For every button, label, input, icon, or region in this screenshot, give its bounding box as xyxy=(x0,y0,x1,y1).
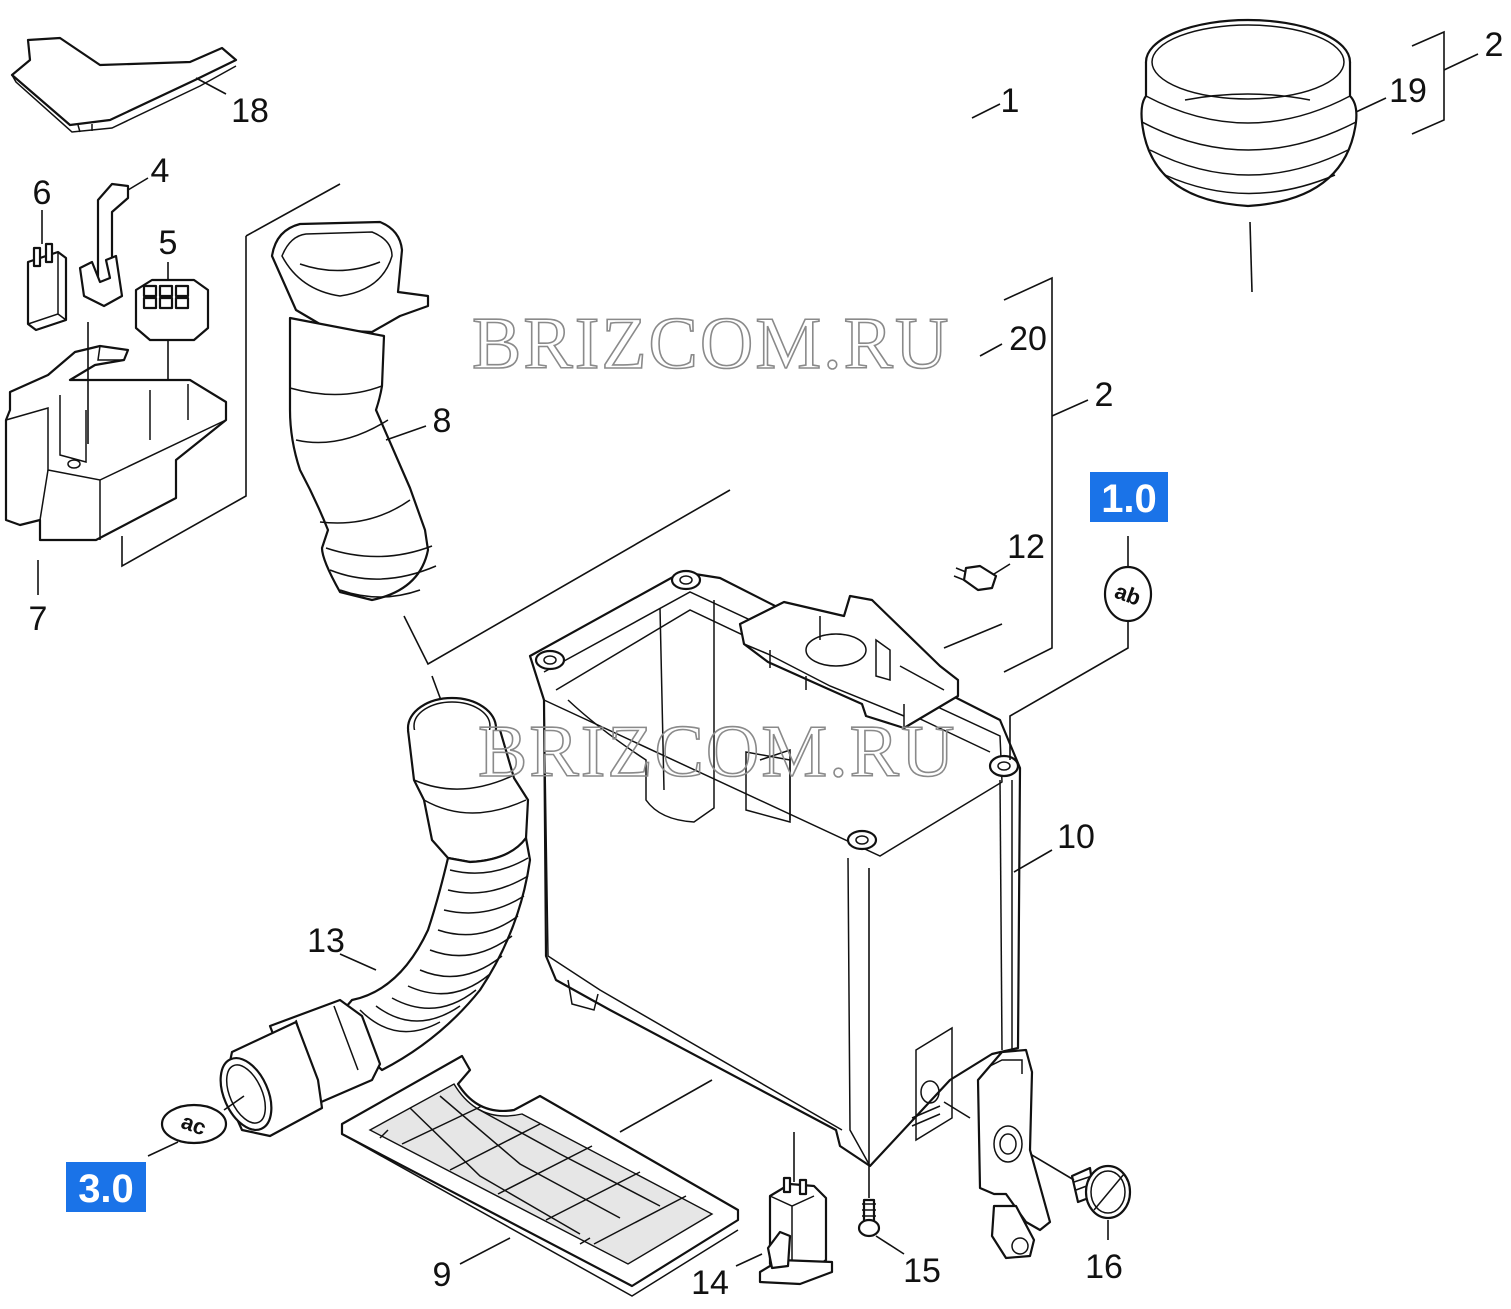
callout-13: 13 xyxy=(307,922,345,960)
watermark-top: BRIZCOM.RU xyxy=(472,303,950,385)
callout-2-top: 2 xyxy=(1485,26,1504,64)
callout-8: 8 xyxy=(433,402,452,440)
tank-mount-bracket xyxy=(738,594,1003,730)
part-4-clip xyxy=(78,177,149,308)
callout-14: 14 xyxy=(691,1264,729,1302)
connector-ac: ac xyxy=(147,1095,245,1157)
callout-18: 18 xyxy=(231,92,269,130)
callout-1: 1 xyxy=(1001,82,1020,120)
callout-5: 5 xyxy=(159,224,178,262)
part-15-screw xyxy=(857,868,905,1255)
callout-10: 10 xyxy=(1057,818,1095,856)
badge-3-0-text: 3.0 xyxy=(78,1167,134,1211)
part-7-housing-cover xyxy=(4,322,228,595)
callout-9: 9 xyxy=(433,1256,452,1294)
watermark-middle: BRIZCOM.RU xyxy=(478,711,956,793)
part-18-bracket xyxy=(10,36,238,133)
part-13-hose xyxy=(219,696,532,1138)
side-lever-bracket xyxy=(943,1048,1052,1260)
part-8-elbow-duct xyxy=(270,220,437,602)
connector-ab: ab xyxy=(1009,536,1153,760)
callout-15: 15 xyxy=(903,1252,941,1290)
badge-1-0: 1.0 xyxy=(1090,472,1168,522)
part-5-connector xyxy=(134,262,210,440)
callout-20: 20 xyxy=(1009,320,1047,358)
badge-1-0-text: 1.0 xyxy=(1101,477,1157,521)
callout-19: 19 xyxy=(1389,72,1427,110)
callout-7: 7 xyxy=(29,600,48,638)
callout-6: 6 xyxy=(33,174,52,212)
part-16-knob xyxy=(1009,1141,1132,1240)
part-14-float xyxy=(735,1132,834,1286)
callout-12: 12 xyxy=(1007,528,1045,566)
part-19-ring-seal xyxy=(1140,18,1358,293)
callout-2-middle: 2 xyxy=(1095,376,1114,414)
badge-3-0: 3.0 xyxy=(66,1162,146,1212)
callout-16: 16 xyxy=(1085,1248,1123,1286)
part-9-filter xyxy=(340,1054,740,1297)
part-6-micro-switch xyxy=(26,210,68,332)
callout-4: 4 xyxy=(151,152,170,190)
part-12-pin xyxy=(953,563,1011,592)
